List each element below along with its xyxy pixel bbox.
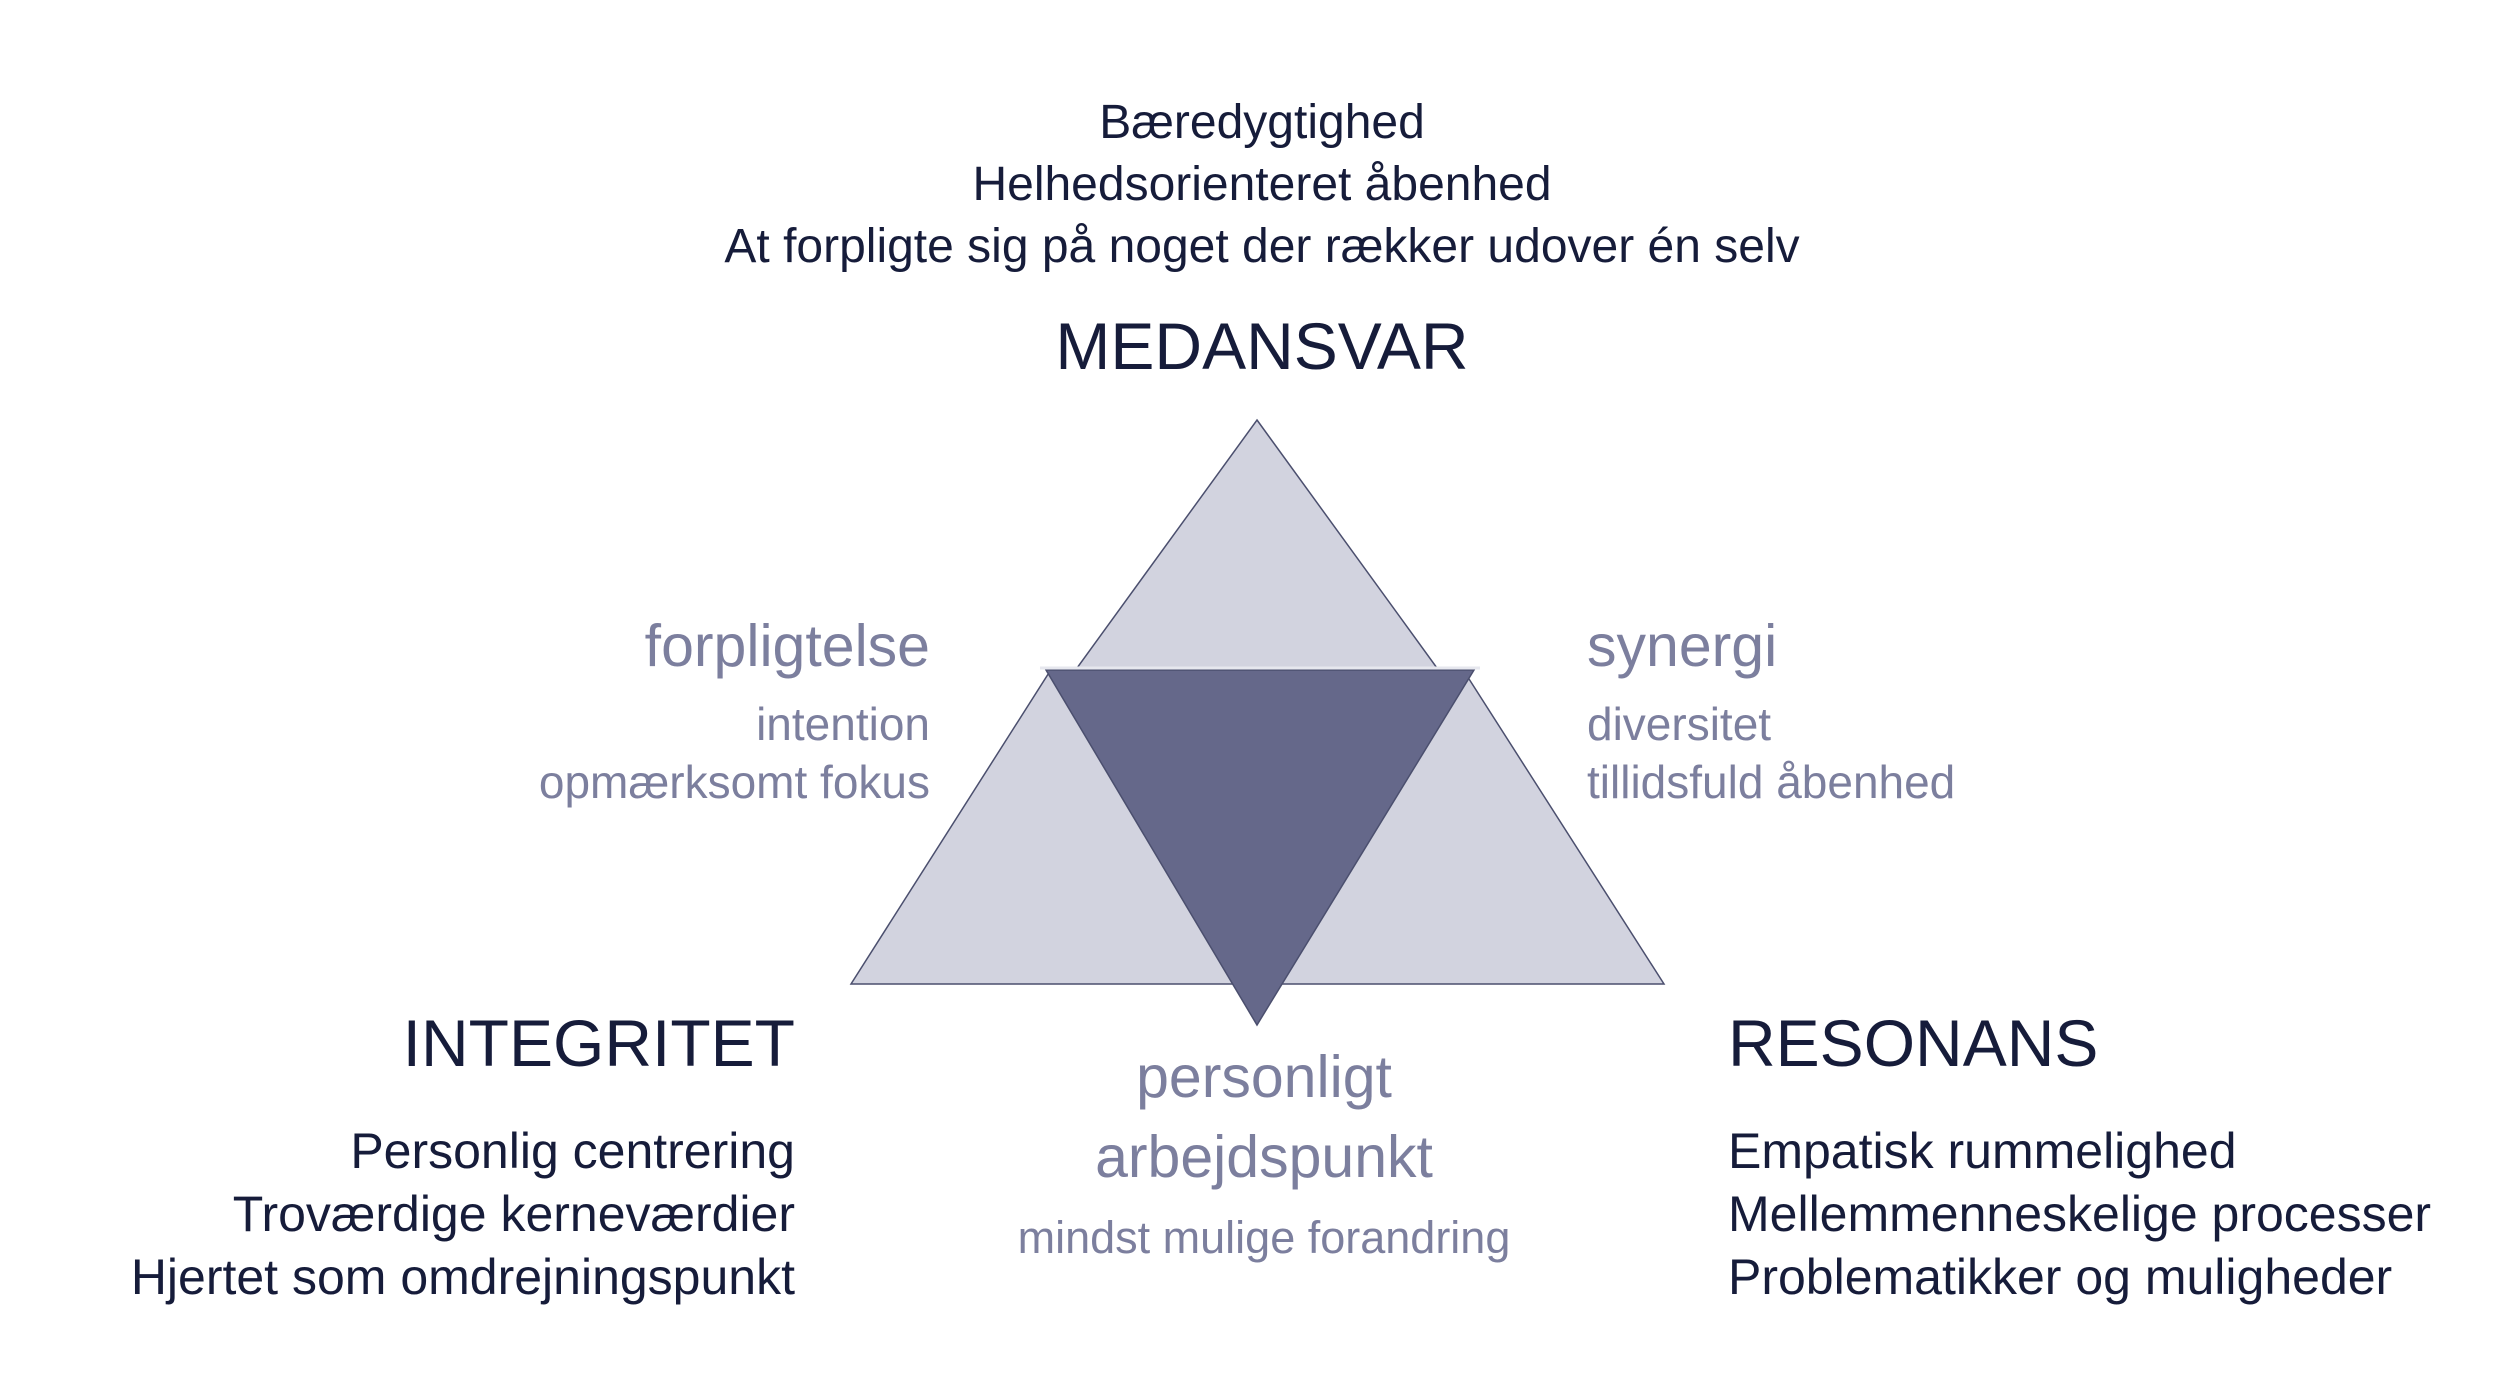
heading-forpligtelse: forpligtelse [644, 613, 930, 679]
right-mid-line-2: tillidsfuld åbenhed [1587, 756, 1956, 808]
heading-arbejdspunkt: arbejdspunkt [1095, 1124, 1433, 1190]
right-mid-line-1: diversitet [1587, 698, 1772, 750]
bottom-left-line-1: Personlig centrering [350, 1123, 795, 1179]
top-line-3: At forpligte sig på noget der rækker udo… [724, 220, 1800, 273]
bottom-left-line-2: Troværdige kerneværdier [232, 1186, 795, 1242]
bottom-center-sub: mindst mulige forandring [1017, 1212, 1511, 1263]
bottom-right-line-2: Mellemmenneskelige processer [1728, 1186, 2432, 1242]
heading-integritet: INTEGRITET [402, 1006, 795, 1080]
heading-personligt: personligt [1136, 1044, 1392, 1110]
center-inverted-triangle [1044, 669, 1476, 1027]
bottom-left-line-3: Hjertet som omdrejningspunkt [130, 1249, 795, 1305]
bottom-right-line-1: Empatisk rummelighed [1728, 1123, 2237, 1179]
heading-medansvar: MEDANSVAR [1055, 309, 1469, 383]
heading-synergi: synergi [1587, 613, 1778, 679]
heading-resonans: RESONANS [1728, 1006, 2099, 1080]
top-line-2: Helhedsorienteret åbenhed [972, 158, 1552, 211]
left-mid-line-1: intention [756, 698, 930, 750]
top-triangle [1075, 418, 1439, 669]
bottom-right-line-3: Problematikker og muligheder [1728, 1249, 2393, 1305]
top-line-1: Bæredygtighed [1099, 96, 1425, 149]
left-mid-line-2: opmærksomt fokus [538, 756, 930, 808]
